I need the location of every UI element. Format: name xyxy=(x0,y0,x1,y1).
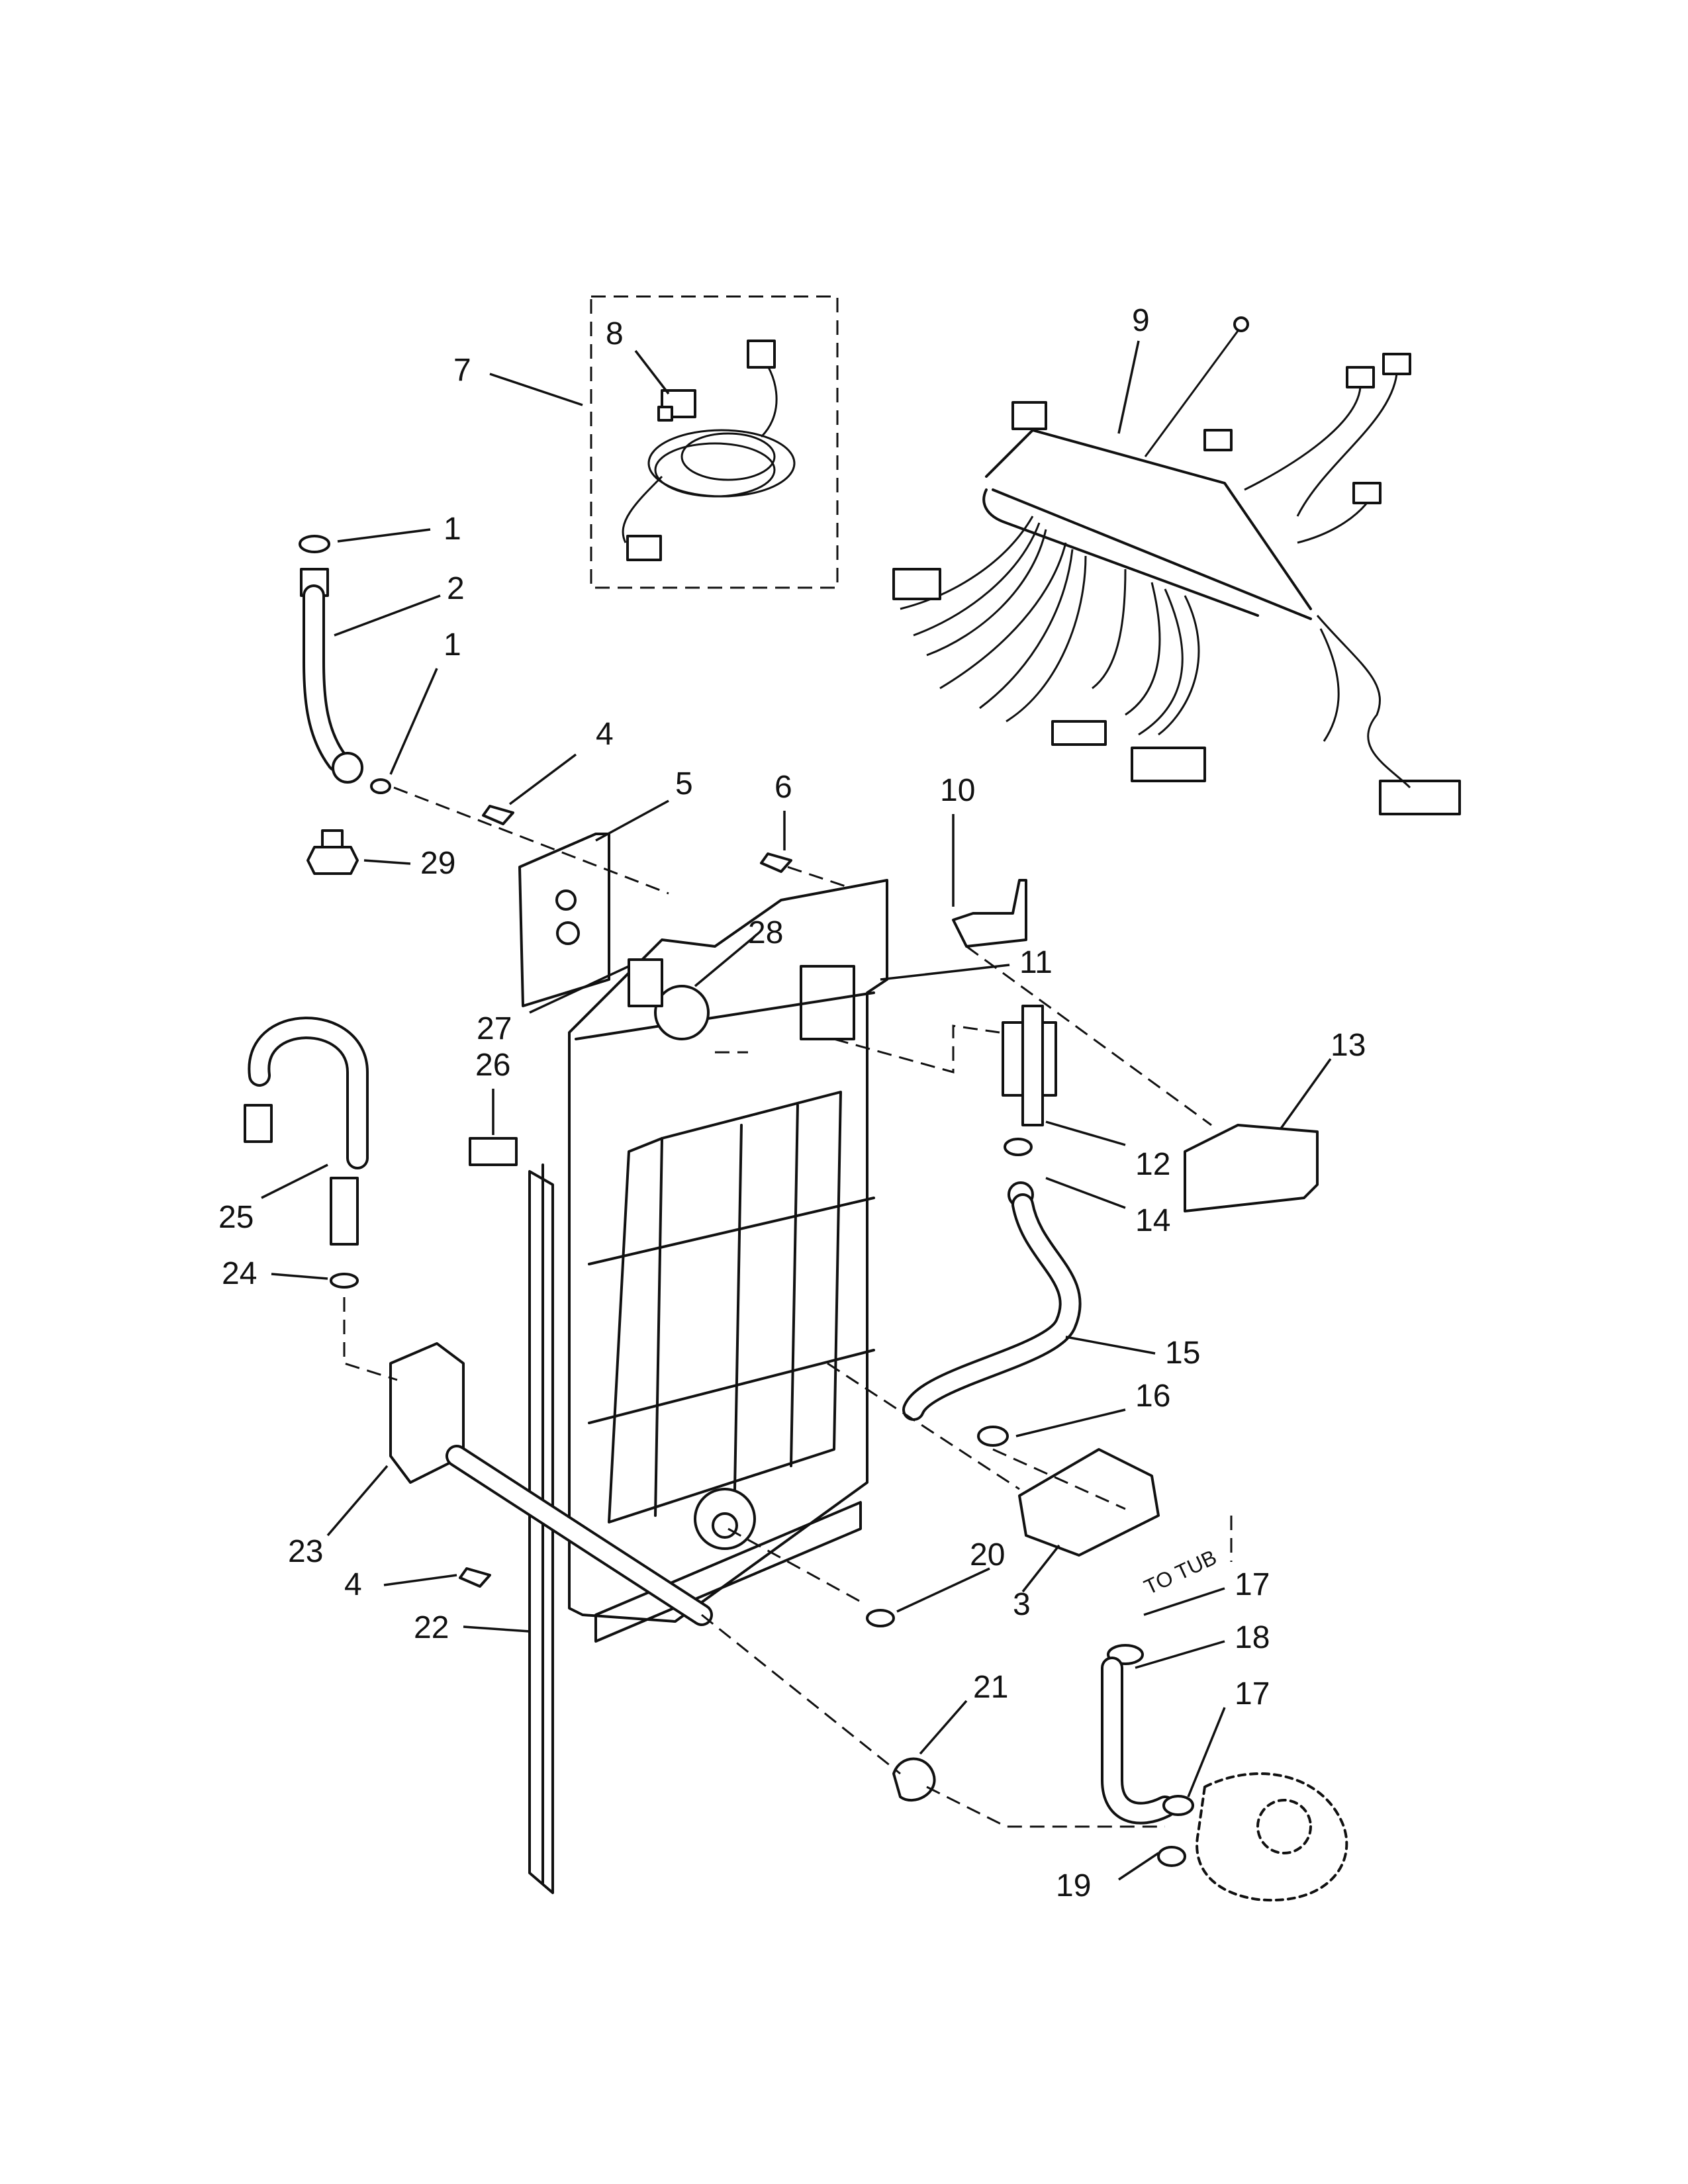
callout-label: 29 xyxy=(420,846,455,881)
callout-label: 20 xyxy=(970,1537,1005,1572)
callout-label: 5 xyxy=(675,766,693,801)
wire-kit-box xyxy=(590,295,839,589)
callout-label: 15 xyxy=(1165,1336,1200,1371)
callouts: 1 2 1 29 7 8 9 4 5 6 10 28 11 27 26 13 1 xyxy=(218,303,1366,1903)
inlet-hose xyxy=(299,535,391,875)
callout-label: 6 xyxy=(774,770,792,805)
callout-label: 3 xyxy=(1013,1587,1031,1622)
callout-label: 14 xyxy=(1135,1203,1170,1238)
callout-label: 1 xyxy=(444,512,461,547)
callout-label: 28 xyxy=(748,915,783,950)
callout-label: 16 xyxy=(1135,1379,1170,1414)
callout-label: 17 xyxy=(1235,1567,1270,1602)
callout-label: 25 xyxy=(218,1200,254,1235)
callout-label: 18 xyxy=(1235,1620,1270,1655)
callout-label: 23 xyxy=(288,1534,323,1569)
callout-label: 9 xyxy=(1132,303,1150,338)
callout-label: 4 xyxy=(344,1567,362,1602)
callout-label: 17 xyxy=(1235,1676,1270,1711)
alignment-lines xyxy=(343,786,1233,1828)
callout-label: 1 xyxy=(444,627,461,662)
callout-label: 2 xyxy=(447,571,465,606)
callout-label: 13 xyxy=(1331,1028,1366,1063)
callout-label: 19 xyxy=(1056,1868,1091,1903)
drain-hose xyxy=(244,1017,713,1626)
callout-label: 21 xyxy=(973,1670,1008,1705)
callout-label: 24 xyxy=(222,1256,257,1291)
callout-label: 8 xyxy=(606,316,624,351)
callout-label: 7 xyxy=(453,353,471,388)
callout-label: 11 xyxy=(1019,945,1053,980)
callout-label: 12 xyxy=(1135,1147,1170,1182)
callout-label: 27 xyxy=(477,1011,512,1046)
callout-label: 26 xyxy=(475,1048,510,1083)
wire-harness xyxy=(892,316,1461,815)
water-valve-assembly xyxy=(902,879,1319,1557)
to-tub-note: TO TUB xyxy=(1141,1545,1221,1600)
callout-label: 4 xyxy=(596,717,614,752)
callout-label: 22 xyxy=(414,1610,449,1645)
pump-assembly xyxy=(459,805,1348,1902)
callout-label: 10 xyxy=(940,773,975,808)
rear-panel xyxy=(469,833,888,1643)
